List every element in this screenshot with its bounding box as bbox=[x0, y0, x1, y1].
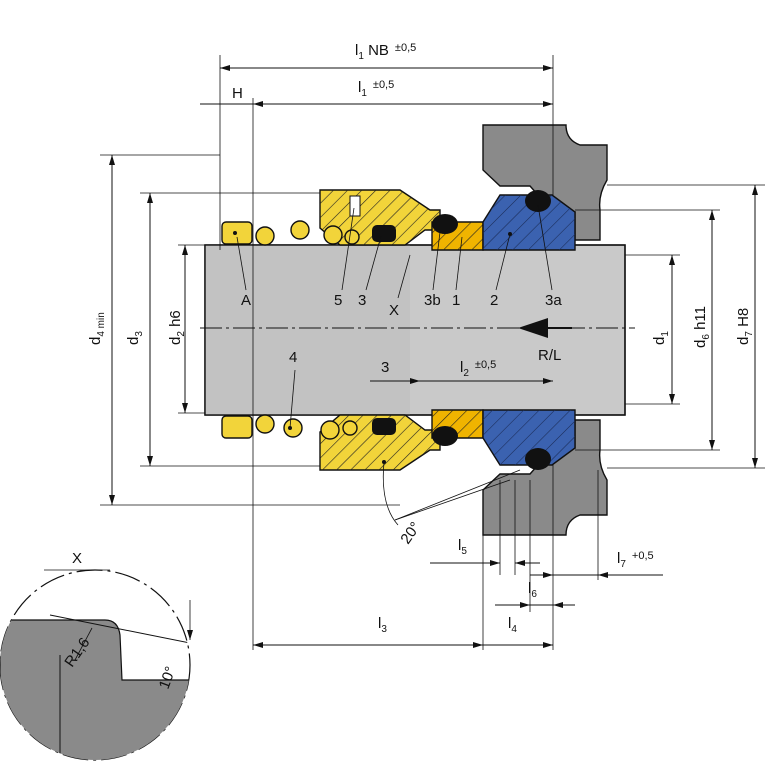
rotation-arrow bbox=[518, 318, 548, 338]
d4-label: d4 min bbox=[87, 312, 107, 345]
d1-label: d1 bbox=[651, 331, 671, 345]
part-label-3-lower: 3 bbox=[381, 359, 389, 376]
detail-x-title: X bbox=[72, 550, 82, 567]
l7-label: l7+0,5 bbox=[617, 550, 654, 570]
angle-10-label: 10° bbox=[156, 664, 180, 691]
l6-label: l6 bbox=[528, 580, 537, 600]
d3-label: d3 bbox=[125, 331, 145, 345]
h-label: H bbox=[232, 85, 243, 102]
dimension-labels: l1 NB±0,5 H l1±0,5 l2±0,5 l3 l4 l5 l6 l7… bbox=[87, 42, 755, 635]
leader-lines bbox=[236, 204, 553, 526]
part-label-3: 3 bbox=[358, 292, 366, 309]
part-label-a: A bbox=[241, 292, 251, 309]
d2-label: d2 h6 bbox=[167, 310, 187, 345]
shaft bbox=[204, 244, 626, 416]
rotation-label: R/L bbox=[538, 347, 561, 364]
l5-label: l5 bbox=[458, 537, 467, 557]
part-label-2: 2 bbox=[490, 292, 498, 309]
o-rings bbox=[372, 190, 551, 470]
part-label-1: 1 bbox=[452, 292, 460, 309]
l2-label: l2±0,5 bbox=[460, 359, 496, 379]
vertical-dimensions bbox=[100, 154, 765, 506]
d6-label: d6 h11 bbox=[692, 306, 712, 348]
spring-coils bbox=[255, 220, 360, 440]
horizontal-dimensions bbox=[200, 55, 663, 650]
part-label-3a: 3a bbox=[545, 292, 562, 309]
angle-labels: 20° 10° bbox=[156, 519, 425, 691]
detail-x bbox=[0, 569, 193, 761]
l4-label: l4 bbox=[508, 615, 517, 635]
part-labels: A 5 3 X 3b 1 2 3a 4 3 R/L bbox=[241, 292, 562, 376]
l1-label: l1±0,5 bbox=[358, 79, 394, 99]
part-label-5: 5 bbox=[334, 292, 342, 309]
l3-label: l3 bbox=[378, 615, 387, 635]
part-label-4: 4 bbox=[289, 349, 297, 366]
rotating-unit-upper bbox=[221, 189, 484, 251]
l1-nb-label: l1 NB±0,5 bbox=[355, 42, 416, 62]
part-label-x: X bbox=[389, 302, 399, 319]
stationary-seat bbox=[482, 194, 576, 466]
d7-label: d7 H8 bbox=[735, 308, 755, 345]
part-label-3b: 3b bbox=[424, 292, 441, 309]
angle-20-label: 20° bbox=[397, 519, 424, 547]
